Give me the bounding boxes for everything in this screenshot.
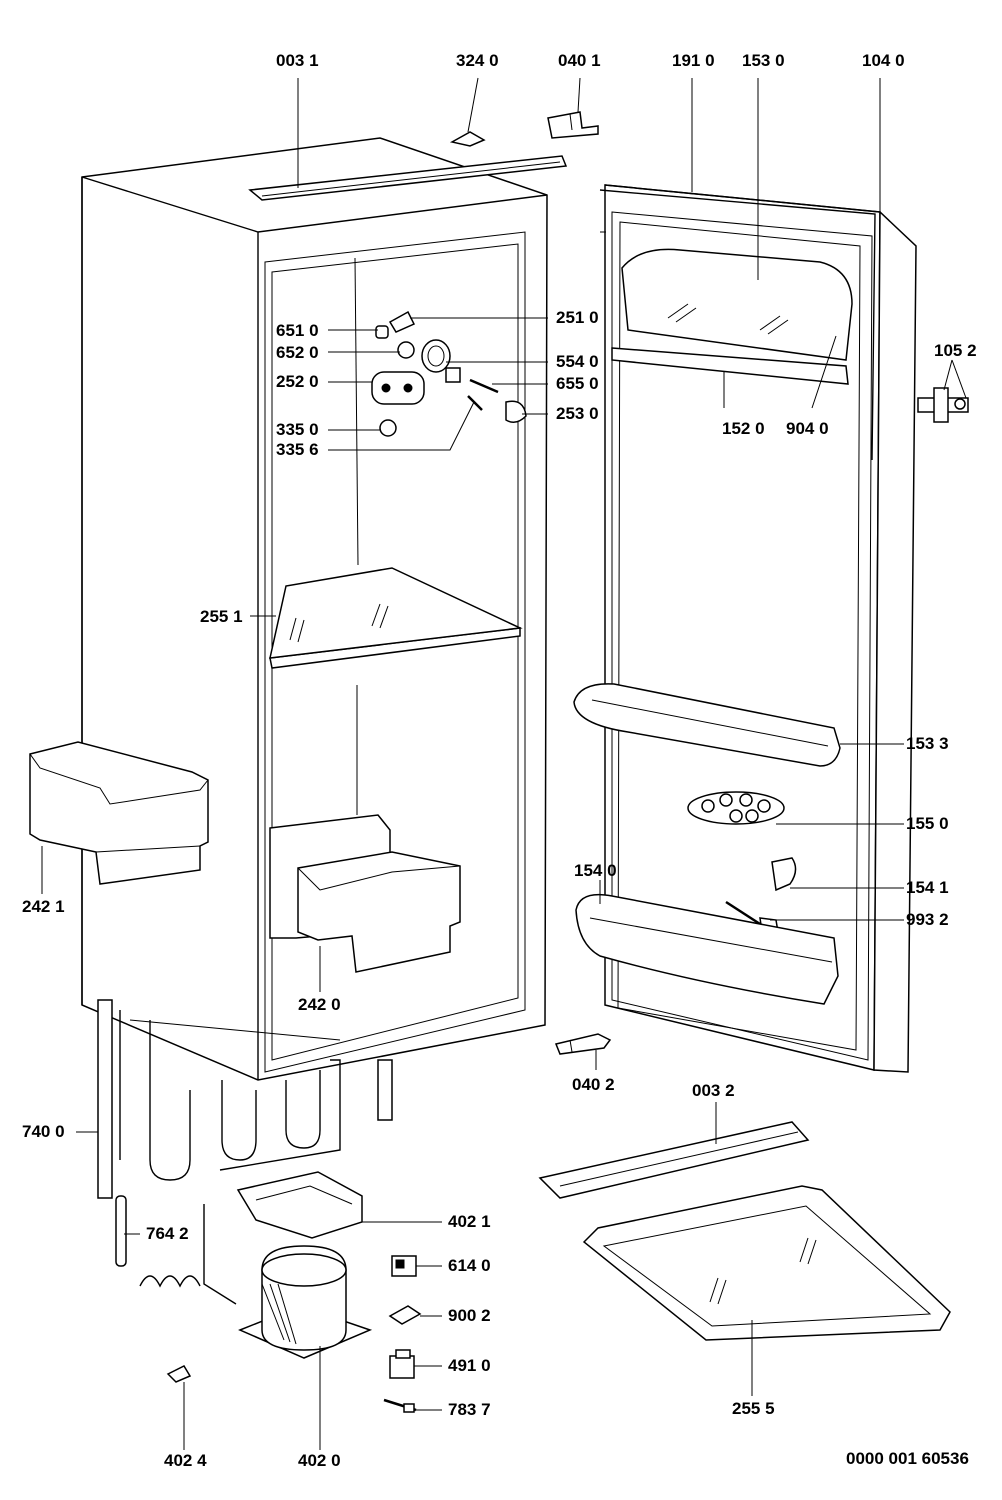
callout-255-5: 255 5 (732, 1399, 775, 1418)
light-parts (371, 310, 527, 437)
callout-335-6: 335 6 (276, 440, 319, 459)
callout-740-0: 740 0 (22, 1122, 65, 1141)
hinge-105-2 (917, 387, 969, 423)
callout-242-1: 242 1 (22, 897, 65, 916)
crisper-box-242-1 (29, 741, 209, 885)
callout-003-1: 003 1 (276, 51, 319, 70)
callout-252-0: 252 0 (276, 372, 319, 391)
door-shelf-153-3 (573, 683, 841, 767)
callout-402-4: 402 4 (164, 1451, 207, 1470)
drier-764-2 (115, 1195, 237, 1305)
bottom-strip-003-2 (538, 1121, 810, 1199)
part-783-7 (383, 1398, 417, 1413)
callout-003-2: 003 2 (692, 1081, 735, 1100)
butter-compartment-153-0 (621, 248, 853, 361)
clip-324-0 (449, 131, 486, 147)
glass-shelf-255-1 (269, 567, 523, 669)
door-seal-191-0 (599, 189, 876, 461)
callout-255-1: 255 1 (200, 607, 243, 626)
clip-154-1 (771, 857, 797, 892)
callout-402-0: 402 0 (298, 1451, 341, 1470)
part-491-0 (389, 1349, 415, 1379)
compressor-402-0 (238, 1245, 373, 1359)
leader-lines (41, 77, 967, 1450)
relay-614-0 (391, 1255, 417, 1277)
callout-324-0: 324 0 (456, 51, 499, 70)
callout-904-0: 904 0 (786, 419, 829, 438)
callout-402-1: 402 1 (448, 1212, 491, 1231)
callout-154-1: 154 1 (906, 878, 949, 897)
top-strip-003-1 (248, 155, 568, 201)
callout-253-0: 253 0 (556, 404, 599, 423)
glass-shelf-255-5 (582, 1185, 951, 1341)
callout-554-0: 554 0 (556, 352, 599, 371)
callout-152-0: 152 0 (722, 419, 765, 438)
callout-154-0: 154 0 (574, 861, 617, 880)
callout-040-2: 040 2 (572, 1075, 615, 1094)
callout-153-0: 153 0 (742, 51, 785, 70)
hinge-040-1 (547, 111, 599, 139)
hinge-040-2 (554, 1033, 612, 1055)
condenser-740-0 (97, 999, 393, 1199)
callout-335-0: 335 0 (276, 420, 319, 439)
bottle-shelf-154-0 (575, 893, 839, 1005)
callout-491-0: 491 0 (448, 1356, 491, 1375)
callout-191-0: 191 0 (672, 51, 715, 70)
part-900-2 (388, 1305, 422, 1325)
callout-153-3: 153 3 (906, 734, 949, 753)
callout-764-2: 764 2 (146, 1224, 189, 1243)
door-shelf-152-0 (611, 347, 849, 385)
callout-242-0: 242 0 (298, 995, 341, 1014)
callout-993-2: 993 2 (906, 910, 949, 929)
egg-tray-155-0 (687, 791, 785, 825)
callout-783-7: 783 7 (448, 1400, 491, 1419)
door-assembly (600, 184, 917, 1073)
callout-651-0: 651 0 (276, 321, 319, 340)
callout-655-0: 655 0 (556, 374, 599, 393)
callout-104-0: 104 0 (862, 51, 905, 70)
callout-614-0: 614 0 (448, 1256, 491, 1275)
crisper-box-242-0 (297, 851, 461, 973)
drawing-number: 0000 001 60536 (846, 1449, 969, 1468)
compressor-tray-402-1 (236, 1171, 363, 1239)
callout-105-2: 105 2 (934, 341, 977, 360)
callout-155-0: 155 0 (906, 814, 949, 833)
callout-652-0: 652 0 (276, 343, 319, 362)
callout-900-2: 900 2 (448, 1306, 491, 1325)
callout-251-0: 251 0 (556, 308, 599, 327)
part-402-4 (166, 1365, 192, 1383)
callout-040-1: 040 1 (558, 51, 601, 70)
